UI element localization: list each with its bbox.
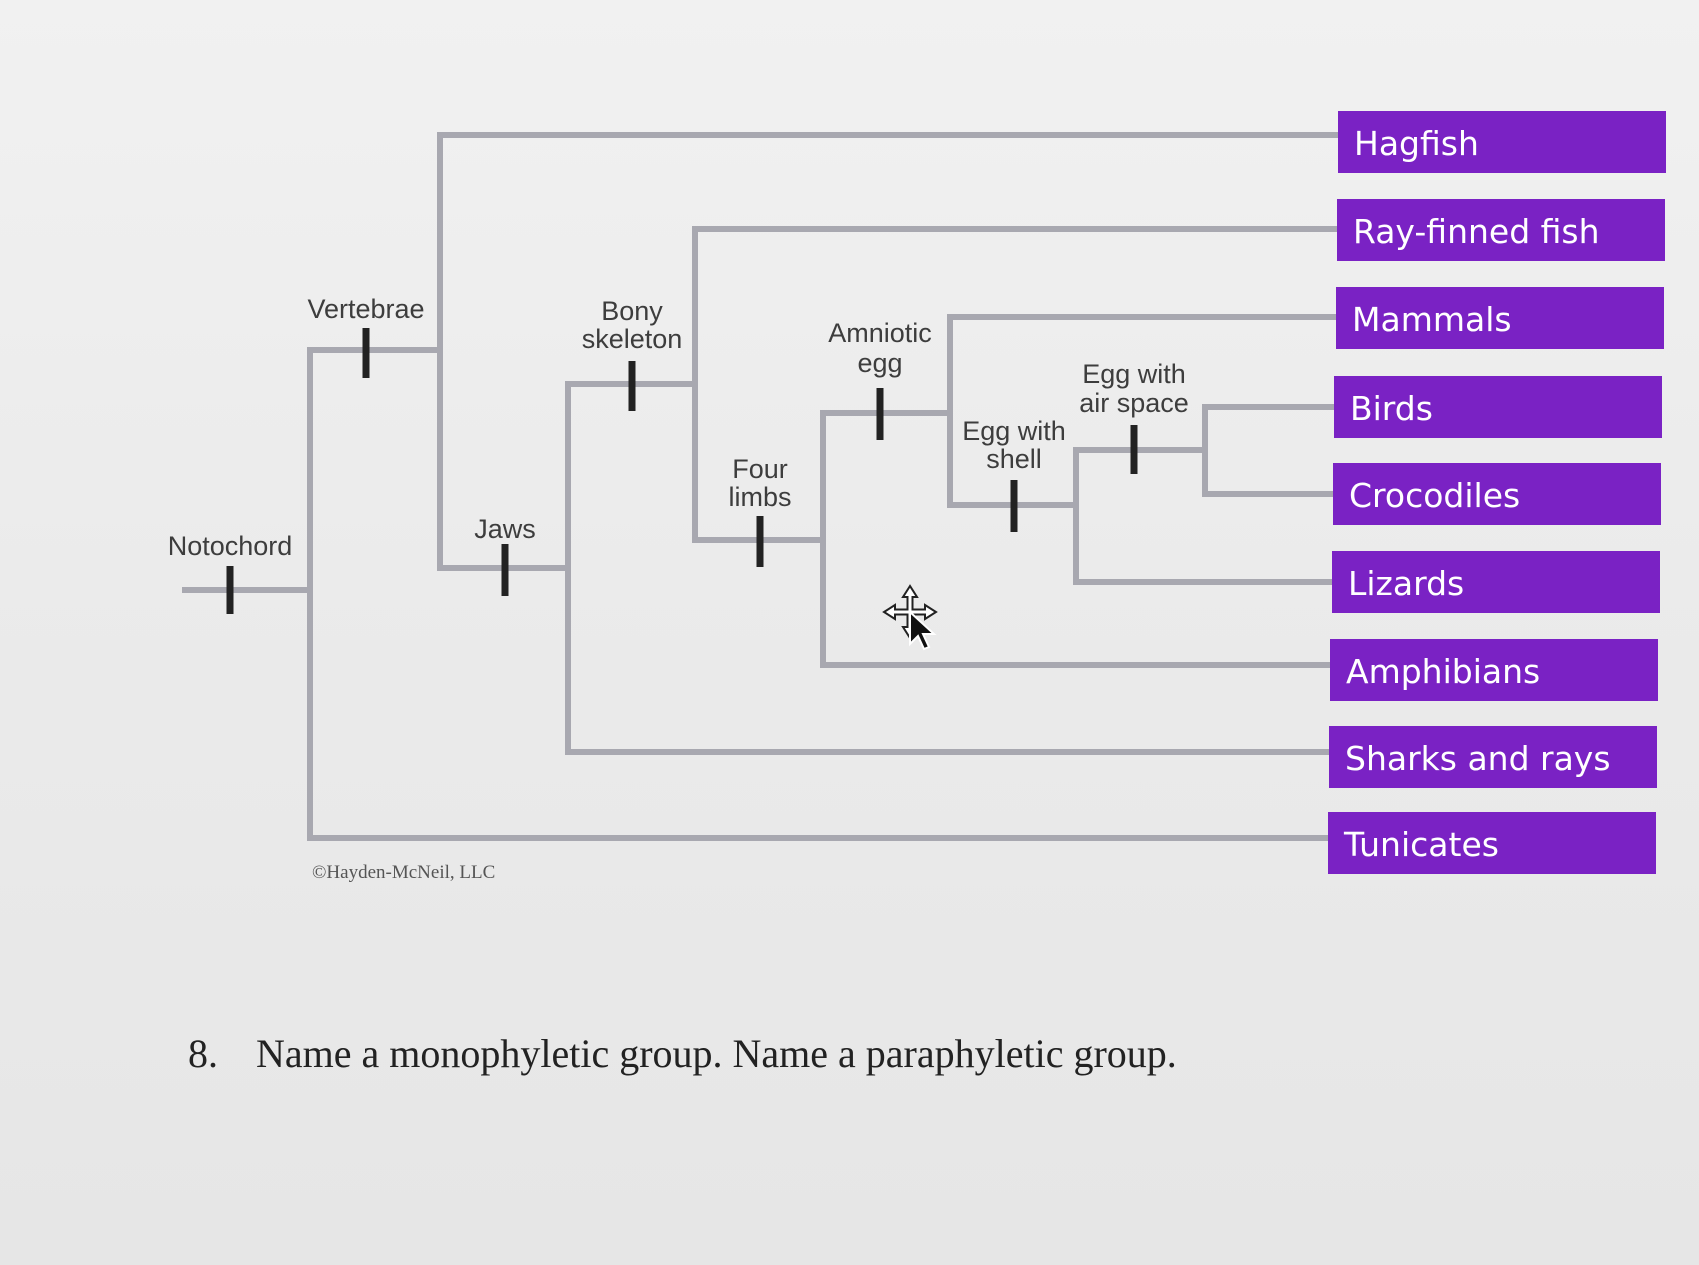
taxon-box: Ray-finned fish: [1337, 199, 1665, 261]
label-egg-with-shell-1: Egg with: [962, 416, 1066, 446]
taxon-boxes: Hagfish Ray-finned fish Mammals Birds Cr…: [1328, 111, 1666, 874]
taxon-label: Ray-finned fish: [1353, 212, 1600, 251]
taxon-box: Hagfish: [1338, 111, 1666, 173]
question-8: 8. Name a monophyletic group. Name a para…: [188, 1030, 1177, 1077]
cladogram-branches: [182, 132, 1343, 841]
taxon-box: Mammals: [1336, 287, 1664, 349]
label-notochord: Notochord: [168, 531, 293, 561]
taxon-label: Amphibians: [1346, 652, 1540, 691]
label-four-limbs-1: Four: [732, 454, 788, 484]
taxon-label: Birds: [1350, 389, 1433, 428]
label-jaws: Jaws: [474, 514, 536, 544]
taxon-label: Sharks and rays: [1345, 739, 1611, 778]
taxon-box: Amphibians: [1330, 639, 1658, 701]
branch-amphibians-split: [820, 410, 1333, 668]
label-vertebrae: Vertebrae: [307, 294, 424, 324]
taxon-box-bg: [1338, 111, 1666, 173]
taxon-box-bg: [1329, 726, 1657, 788]
taxon-box: Lizards: [1332, 551, 1660, 613]
trait-markers: [226, 328, 1138, 614]
branch-lizards-split: [1073, 447, 1337, 585]
taxon-box: Sharks and rays: [1329, 726, 1657, 788]
taxon-label: Hagfish: [1354, 124, 1479, 163]
label-amniotic-egg-2: egg: [857, 348, 902, 378]
taxon-box: Tunicates: [1328, 812, 1656, 874]
taxon-box-bg: [1333, 463, 1661, 525]
taxon-box-bg: [1336, 287, 1664, 349]
label-egg-with-shell-2: shell: [986, 444, 1042, 474]
taxon-label: Tunicates: [1343, 825, 1499, 864]
taxon-box-bg: [1332, 551, 1660, 613]
label-egg-with-air-space-1: Egg with: [1082, 359, 1186, 389]
move-cursor-icon: [882, 584, 938, 651]
taxon-box: Birds: [1334, 376, 1662, 438]
taxon-label: Crocodiles: [1349, 476, 1520, 515]
label-bony-skeleton-2: skeleton: [582, 324, 683, 354]
label-amniotic-egg-1: Amniotic: [828, 318, 932, 348]
taxon-label: Lizards: [1348, 564, 1464, 603]
branch-tunicates-split: [307, 347, 1333, 841]
label-four-limbs-2: limbs: [728, 482, 791, 512]
taxon-box-bg: [1337, 199, 1665, 261]
question-number: 8.: [188, 1031, 218, 1076]
taxon-box-bg: [1334, 376, 1662, 438]
trait-labels: Notochord Vertebrae Jaws Bony skeleton F…: [168, 294, 1189, 561]
label-egg-with-air-space-2: air space: [1079, 388, 1189, 418]
taxon-box: Crocodiles: [1333, 463, 1661, 525]
question-text: Name a monophyletic group. Name a paraph…: [256, 1031, 1177, 1076]
taxon-box-bg: [1330, 639, 1658, 701]
branch-sharks-split: [565, 381, 1333, 755]
copyright-notice: ©Hayden-McNeil, LLC: [312, 862, 495, 883]
taxon-box-bg: [1328, 812, 1656, 874]
taxon-label: Mammals: [1352, 300, 1512, 339]
label-bony-skeleton-1: Bony: [601, 296, 663, 326]
